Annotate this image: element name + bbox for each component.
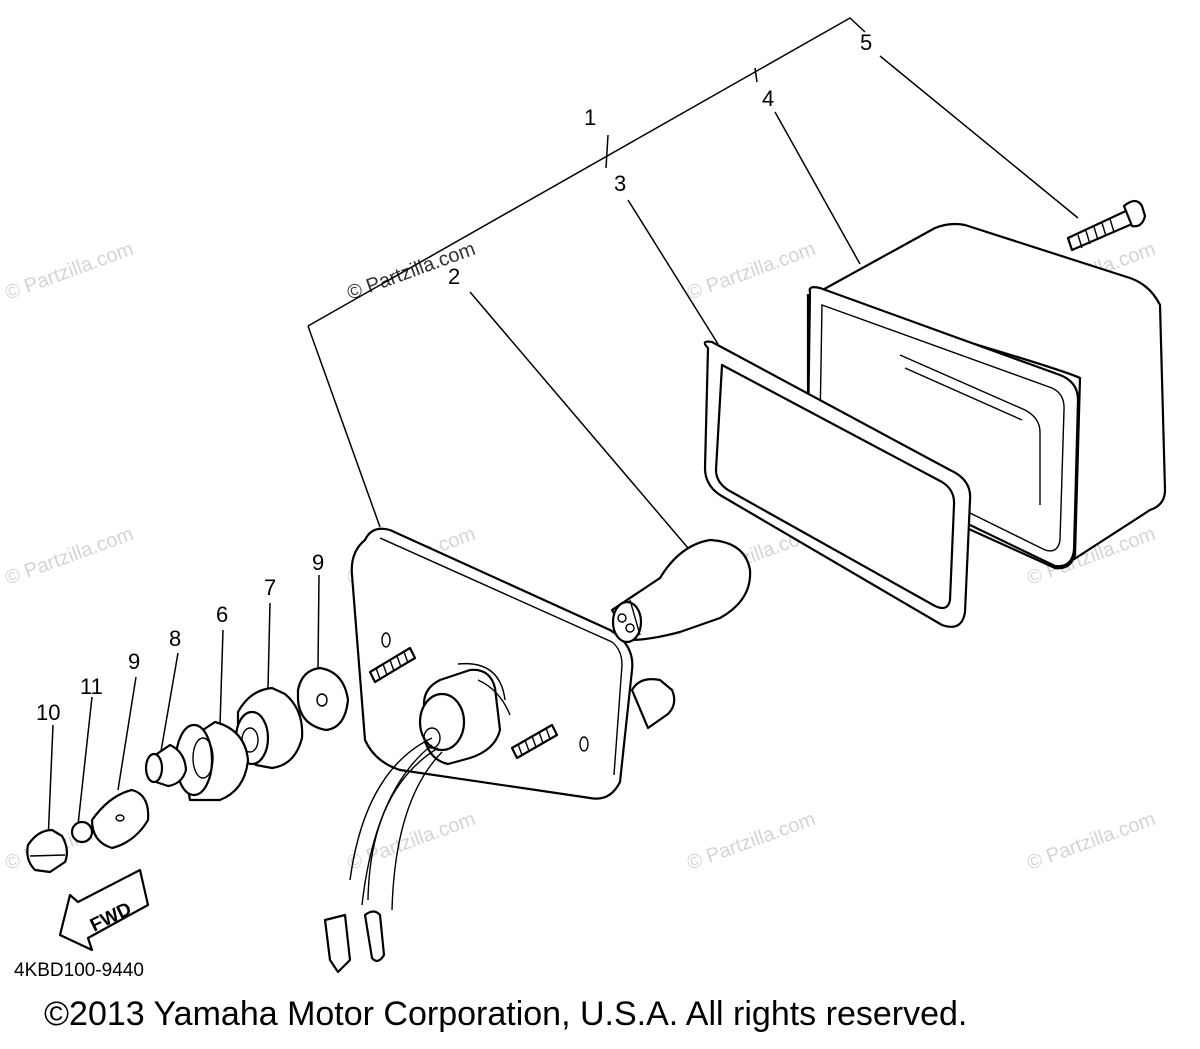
callout-labels: 1 2 3 4 5 6 7 8 9 9 10 11 <box>36 30 872 725</box>
leader-item-10 <box>47 724 54 843</box>
leader-item-4 <box>774 111 861 265</box>
leader-item-7 <box>267 602 271 689</box>
base-plate <box>349 527 676 911</box>
leader-item-base <box>307 325 381 528</box>
bulb <box>610 538 752 644</box>
leader-item-9b <box>317 574 320 669</box>
watermark: © Partzilla.com <box>1024 808 1158 875</box>
callout-4: 4 <box>762 86 774 111</box>
leader-item-2 <box>469 291 689 549</box>
fwd-arrow: FWD <box>58 868 150 952</box>
diagram-code: 4KBD100-9440 <box>14 960 144 981</box>
leader-assembly-bracket <box>307 17 866 327</box>
fwd-arrow-shape <box>58 868 150 952</box>
callout-9a: 9 <box>128 649 140 674</box>
leader-item-9a <box>117 676 137 791</box>
callout-5: 5 <box>860 30 872 55</box>
callout-1: 1 <box>584 105 596 130</box>
callout-8: 8 <box>169 626 181 651</box>
callout-3: 3 <box>614 171 626 196</box>
leader-item-3 <box>627 199 719 345</box>
callout-2: 2 <box>448 264 460 289</box>
callout-10: 10 <box>36 700 60 725</box>
wire-connectors <box>323 910 386 974</box>
watermark: © Partzilla.com <box>2 238 136 305</box>
leader-item-1 <box>605 134 609 169</box>
watermark: © Partzilla.com <box>684 808 818 875</box>
callout-11: 11 <box>80 674 103 699</box>
leader-lines <box>47 17 1079 843</box>
leader-item-5 <box>879 55 1079 219</box>
copyright-notice: ©2013 Yamaha Motor Corporation, U.S.A. A… <box>44 995 968 1033</box>
callout-7: 7 <box>264 575 276 600</box>
hardware <box>26 666 350 874</box>
leader-item-6 <box>219 629 224 726</box>
gasket <box>703 340 972 628</box>
leader-item-11 <box>77 696 93 826</box>
callout-9b: 9 <box>312 550 324 575</box>
watermark: © Partzilla.com <box>2 523 136 590</box>
callout-6: 6 <box>216 602 228 627</box>
leader-item-8 <box>159 652 179 758</box>
lens-housing <box>806 222 1167 570</box>
watermark: © Partzilla.com <box>684 238 818 305</box>
screw <box>1066 199 1147 252</box>
leader-main <box>754 67 758 83</box>
